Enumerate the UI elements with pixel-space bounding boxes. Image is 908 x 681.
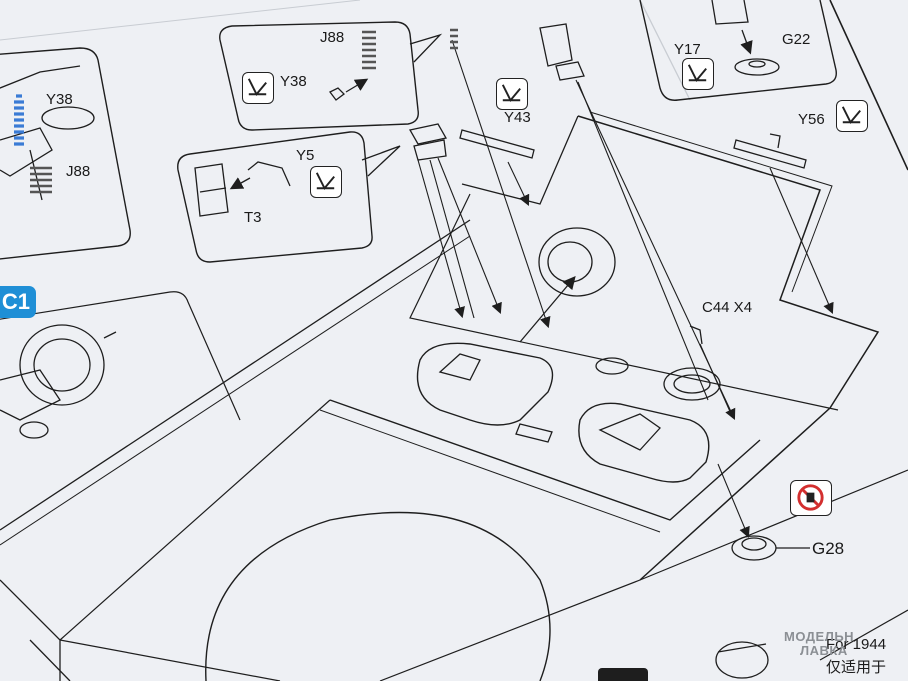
glue-check-icon bbox=[496, 78, 528, 110]
version-note-chinese: 仅适用于 bbox=[826, 659, 887, 676]
part-label-y38-left: Y38 bbox=[46, 91, 73, 108]
glue-check-icon bbox=[310, 166, 342, 198]
part-label-j88-top: J88 bbox=[320, 29, 345, 46]
watermark-logo: МОДЕЛЬН ЛАВКА bbox=[784, 630, 854, 658]
part-label-y5: Y5 bbox=[296, 147, 315, 164]
glue-check-icon bbox=[242, 72, 274, 104]
watermark-line-2: ЛАВКА bbox=[800, 643, 848, 658]
section-tab bbox=[598, 668, 648, 681]
no-glue-icon bbox=[790, 480, 832, 516]
part-label-y56: Y56 bbox=[798, 111, 825, 128]
part-label-y38-top: Y38 bbox=[280, 73, 307, 90]
version-note: For 1944 bbox=[826, 636, 887, 653]
part-label-y17: Y17 bbox=[674, 41, 701, 58]
part-label-j88-left: J88 bbox=[66, 163, 91, 180]
part-label-y43: Y43 bbox=[504, 109, 531, 126]
glue-check-icon bbox=[836, 100, 868, 132]
part-label-g22: G22 bbox=[782, 31, 811, 48]
step-badge-c1: C1 bbox=[0, 286, 36, 318]
watermark-line-1: МОДЕЛЬН bbox=[784, 629, 855, 644]
part-label-g28: G28 bbox=[812, 539, 845, 558]
part-label-c44: C44 X4 bbox=[702, 299, 753, 316]
glue-check-icon bbox=[682, 58, 714, 90]
part-label-t3: T3 bbox=[244, 209, 262, 226]
